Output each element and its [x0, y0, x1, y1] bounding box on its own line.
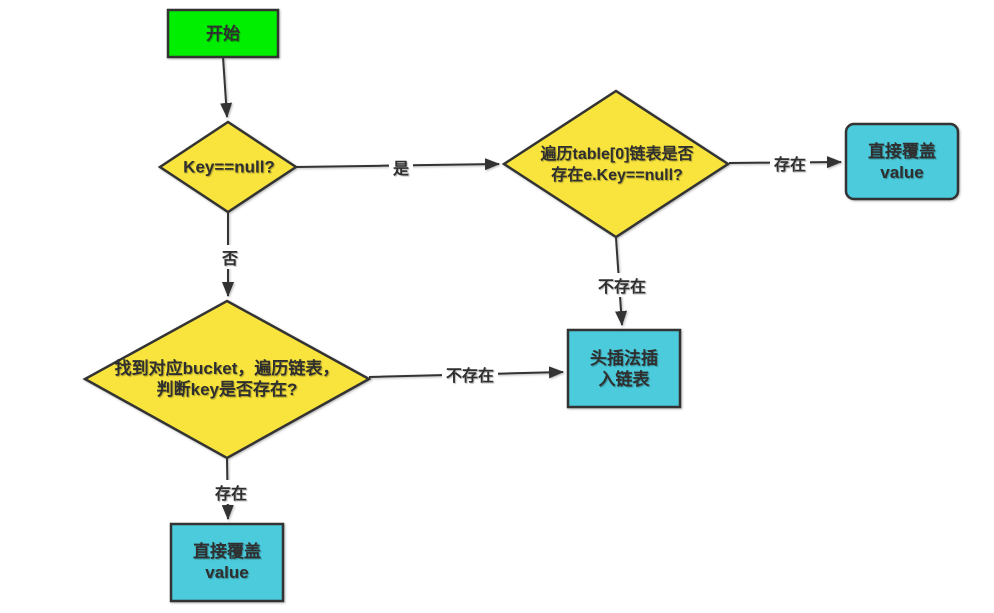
table0-decision-line1: 遍历table[0]链表是否: [540, 146, 694, 163]
table0-decision-shape: [501, 89, 731, 239]
key-null-decision-shape: [157, 120, 299, 214]
head-insert-line2: 入链表: [598, 370, 650, 389]
overwrite-value-top-shape: [844, 122, 960, 201]
edge-label-exists-right: 存在: [769, 151, 811, 175]
bucket-decision-line1: 找到对应bucket，遍历链表，: [114, 359, 340, 378]
start-node-label: 开始: [206, 24, 240, 44]
overwrite-value-bottom-label: 直接覆盖 value: [193, 541, 261, 583]
overwrite-value-bottom-shape: [169, 522, 285, 603]
table0-decision-line2: 存在e.Key==null?: [551, 167, 683, 184]
overwrite-value-bottom-line2: value: [205, 563, 249, 582]
head-insert-label: 头插法插 入链表: [590, 348, 658, 390]
head-insert-shape: [566, 328, 682, 409]
bucket-decision-shape: [82, 299, 372, 460]
edge-label-not-exists-down: 不存在: [593, 273, 651, 297]
overwrite-value-bottom-line1: 直接覆盖: [193, 542, 261, 561]
overwrite-value-top-line1: 直接覆盖: [868, 142, 936, 161]
head-insert-line1: 头插法插: [590, 349, 658, 368]
key-null-decision-label: Key==null?: [183, 157, 275, 177]
overwrite-value-top-label: 直接覆盖 value: [868, 141, 936, 183]
edge-label-not-exists-mid: 不存在: [441, 362, 499, 386]
start-node-shape: [166, 8, 280, 59]
edge-label-exists-down: 存在: [210, 480, 252, 504]
edge-label-yes: 是: [388, 155, 414, 179]
bucket-decision-label: 找到对应bucket，遍历链表， 判断key是否存在?: [115, 358, 340, 400]
table0-decision-label: 遍历table[0]链表是否 存在e.Key==null?: [541, 144, 694, 186]
overwrite-value-top-line2: value: [880, 163, 924, 182]
edge-start-to-keycheck: [220, 56, 233, 118]
bucket-decision-line2: 判断key是否存在?: [156, 380, 298, 399]
edge-label-no: 否: [217, 245, 243, 269]
